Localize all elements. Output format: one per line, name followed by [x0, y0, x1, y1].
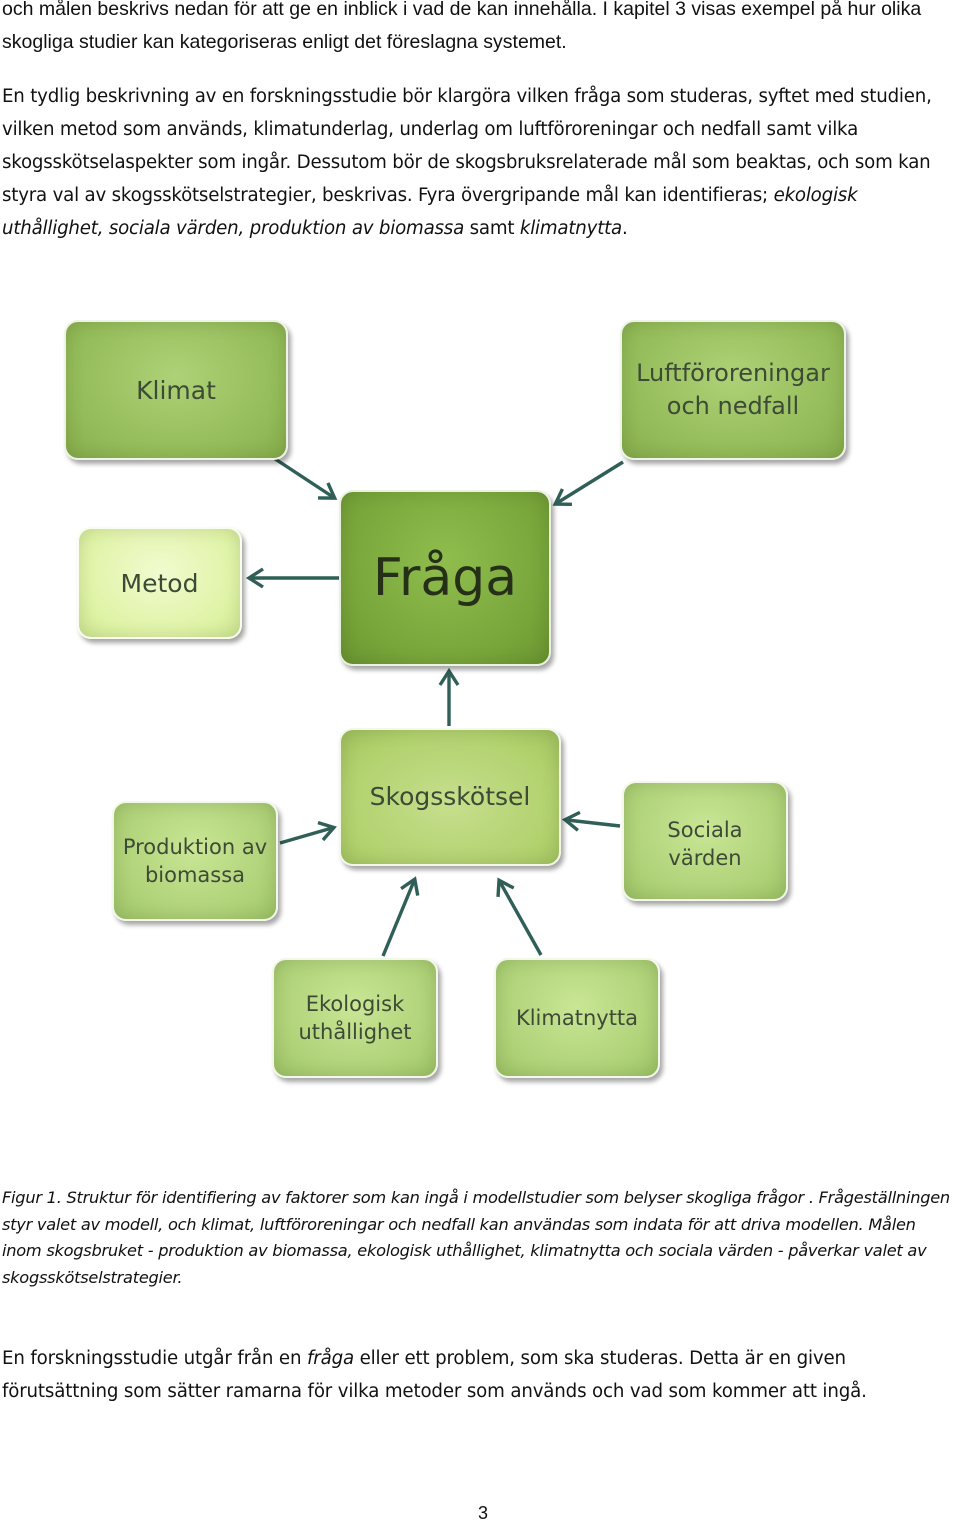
arrow-luft-to-fraga — [552, 460, 624, 507]
node-luftfororeningar: Luftföroreningar och nedfall — [620, 320, 846, 460]
method-paragraph-text: En tydlig beskrivning av en forskningsst… — [2, 86, 932, 206]
arrow-eko-to-skog — [381, 876, 420, 957]
node-klimat: Klimat — [64, 320, 288, 460]
goal-climate: klimatnytta — [519, 218, 623, 239]
node-ekologisk-label: Ekologisk uthållighet — [298, 992, 412, 1044]
arrow-kl2-to-skog — [496, 877, 543, 956]
node-luftfororeningar-label: Luftföroreningar och nedfall — [636, 359, 830, 420]
node-sociala-label: Sociala värden — [667, 818, 743, 870]
goal-ecological: ekologisk uthållighet — [2, 185, 858, 239]
figure-caption: Figur 1. Struktur för identifiering av f… — [2, 1188, 950, 1287]
node-sociala: Sociala värden — [622, 781, 788, 901]
node-klimatnytta: Klimatnytta — [494, 958, 660, 1078]
paragraph-end: . — [622, 218, 628, 239]
goal-sep-3: samt — [464, 218, 520, 239]
node-fraga: Fråga — [339, 490, 551, 666]
node-produktion-label: Produktion av biomassa — [122, 835, 268, 887]
question-emphasis: fråga — [307, 1348, 354, 1369]
question-paragraph-text-1: En forskningsstudie utgår från en — [2, 1348, 307, 1369]
question-paragraph: En forskningsstudie utgår från en fråga … — [2, 1342, 958, 1408]
goal-social: sociala värden — [108, 218, 239, 239]
intro-paragraph: och målen beskrivs nedan för att ge en i… — [2, 0, 922, 53]
node-fraga-label: Fråga — [372, 548, 518, 608]
node-skogsskotsel: Skogsskötsel — [339, 728, 561, 866]
node-skogsskotsel-label: Skogsskötsel — [369, 782, 531, 811]
goal-sep-2: , — [238, 218, 250, 239]
question-paragraph-text-2: eller ett problem, som ska studeras. Det… — [2, 1348, 867, 1402]
node-ekologisk: Ekologisk uthållighet — [272, 958, 438, 1078]
arrow-soc-to-skog — [561, 810, 621, 832]
page-number: 3 — [477, 1503, 488, 1523]
node-metod: Metod — [77, 527, 242, 639]
node-klimatnytta-label: Klimatnytta — [515, 1006, 639, 1030]
node-metod-label: Metod — [120, 568, 199, 598]
arrow-prod-to-skog — [279, 821, 337, 845]
goal-sep-1: , — [97, 218, 109, 239]
node-klimat-label: Klimat — [136, 375, 216, 405]
goal-production: produktion av biomassa — [249, 218, 465, 239]
node-produktion: Produktion av biomassa — [112, 801, 278, 921]
method-paragraph: En tydlig beskrivning av en forskningsst… — [2, 80, 958, 245]
